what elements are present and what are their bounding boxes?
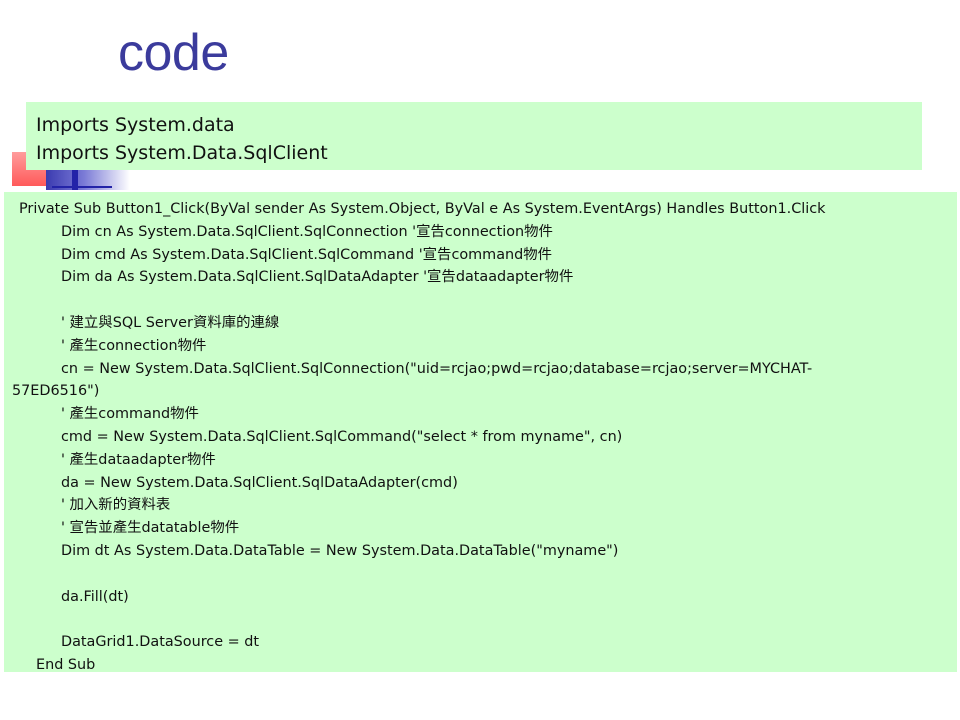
code-line: Dim cn As System.Data.SqlClient.SqlConne… — [61, 223, 553, 240]
code-line: 57ED6516") — [12, 383, 100, 400]
code-line: Dim cmd As System.Data.SqlClient.SqlComm… — [61, 246, 553, 263]
code-line: cn = New System.Data.SqlClient.SqlConnec… — [61, 360, 813, 377]
imports-line: Imports System.data — [36, 114, 235, 136]
code-line: da.Fill(dt) — [61, 588, 129, 605]
code-line: ' 建立與SQL Server資料庫的連線 — [61, 314, 280, 331]
decorative-blue-bar — [72, 150, 78, 190]
code-line: Dim dt As System.Data.DataTable = New Sy… — [61, 542, 619, 559]
slide-title: code — [118, 24, 229, 82]
code-line — [4, 289, 957, 312]
code-line: ' 產生dataadapter物件 — [61, 451, 216, 468]
code-line: End Sub — [36, 656, 96, 673]
code-line: Private Sub Button1_Click(ByVal sender A… — [19, 201, 826, 217]
code-line: DataGrid1.DataSource = dt — [61, 634, 260, 651]
code-line: cmd = New System.Data.SqlClient.SqlComma… — [61, 428, 623, 445]
decorative-blue-line — [52, 186, 112, 188]
imports-code-box: Imports System.data Imports System.Data.… — [26, 102, 922, 170]
code-line: ' 宣告並產生datatable物件 — [61, 520, 240, 537]
code-line: Dim da As System.Data.SqlClient.SqlDataA… — [61, 269, 574, 286]
code-line: ' 產生command物件 — [61, 406, 199, 423]
imports-line: Imports System.Data.SqlClient — [36, 142, 328, 164]
code-line: ' 產生connection物件 — [61, 337, 207, 354]
code-line: da = New System.Data.SqlClient.SqlDataAd… — [61, 474, 458, 491]
code-line — [4, 608, 957, 631]
code-line — [4, 563, 957, 586]
code-line: ' 加入新的資料表 — [61, 497, 171, 514]
code-block: Private Sub Button1_Click(ByVal sender A… — [4, 192, 957, 673]
